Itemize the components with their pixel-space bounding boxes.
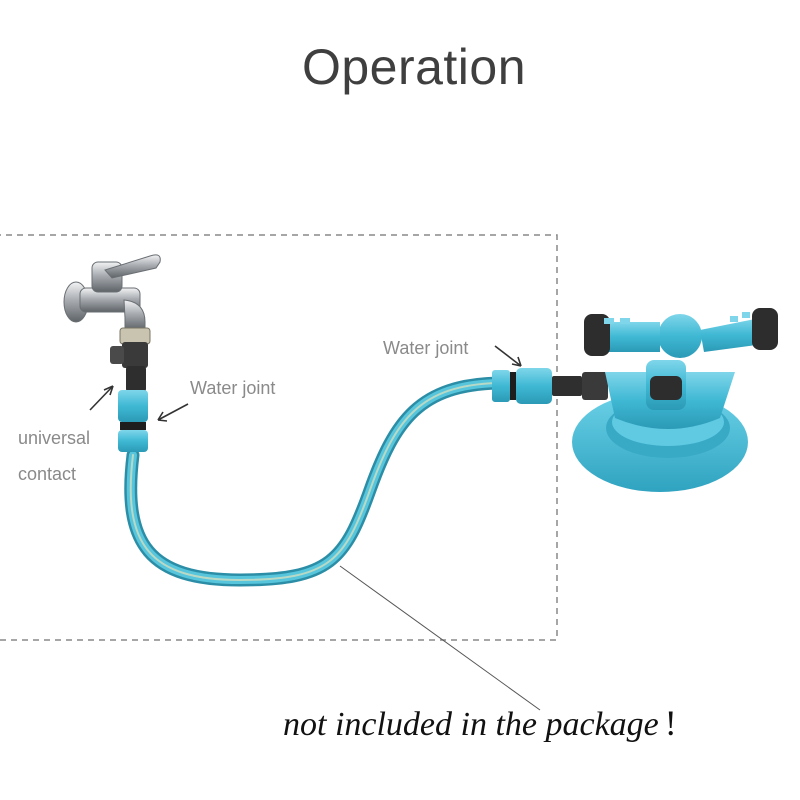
universal-contact-label-line1: universal	[18, 428, 91, 448]
arrow-to-right-joint	[494, 345, 522, 367]
dashed-frame	[0, 234, 558, 641]
not-included-note: not included in the package!	[283, 702, 677, 744]
note-text: not included in the package	[283, 706, 659, 743]
faucet	[63, 254, 161, 345]
arrow-to-left-joint	[157, 403, 189, 422]
garden-hose	[124, 376, 505, 587]
pointer-line-to-hose	[339, 565, 541, 711]
note-exclamation: !	[664, 703, 677, 743]
arrows	[89, 345, 541, 711]
water-joint-right	[492, 368, 608, 404]
water-joint-left	[118, 390, 148, 452]
universal-contact-label-line2: contact	[18, 464, 77, 484]
page-title: Operation	[301, 39, 527, 95]
sprinkler	[572, 308, 778, 492]
water-joint-label-right: Water joint	[383, 338, 469, 358]
universal-contact	[110, 342, 148, 392]
water-joint-label-left: Water joint	[190, 378, 276, 398]
arrow-to-universal-contact	[89, 385, 114, 411]
